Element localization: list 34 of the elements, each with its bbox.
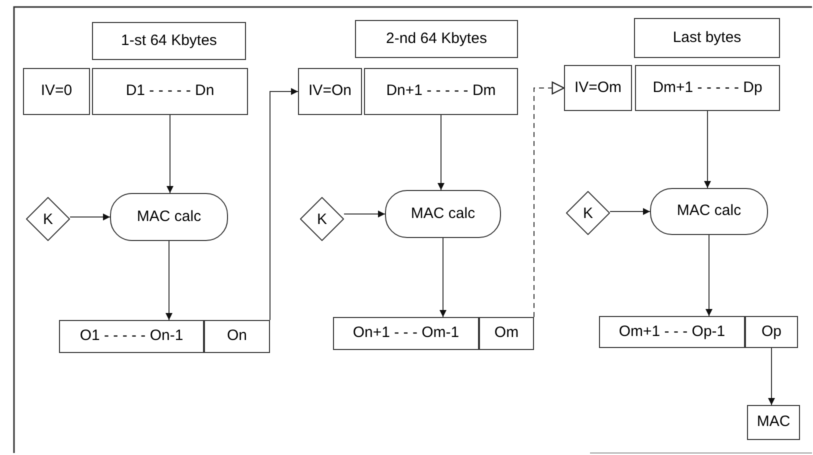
arrow	[166, 240, 172, 320]
arrow	[438, 114, 444, 190]
key-label: K	[42, 212, 53, 226]
key-label: K	[316, 212, 327, 226]
arrow	[610, 208, 650, 215]
arrow	[768, 348, 775, 406]
segment-heading-box: 1-st 64 Kbytes	[92, 22, 246, 60]
output-block: On+1 - - - Om-1	[333, 317, 479, 350]
output-last-block: Op	[745, 316, 798, 348]
arrow	[166, 114, 174, 194]
arrow	[704, 110, 711, 188]
key-label: K	[582, 206, 593, 220]
iv-block: IV=On	[298, 68, 362, 115]
output-block: O1 - - - - - On-1	[59, 320, 204, 353]
segment-heading-box: Last bytes	[634, 18, 780, 58]
data-block: Dm+1 - - - - - Dp	[635, 65, 780, 111]
output-last-block: On	[204, 320, 270, 353]
arrow	[706, 234, 712, 316]
arrow	[344, 210, 386, 218]
arrow	[70, 214, 110, 220]
iv-block: IV=0	[23, 68, 90, 115]
mac-calc-box: MAC calc	[650, 188, 768, 235]
mac-result-box: MAC	[747, 405, 800, 440]
arrow	[270, 88, 298, 320]
data-block: Dn+1 - - - - - Dm	[364, 68, 518, 115]
data-block: D1 - - - - - Dn	[92, 68, 248, 115]
arrow	[440, 238, 446, 318]
mac-calc-box: MAC calc	[110, 193, 228, 241]
output-last-block: Om	[479, 317, 534, 350]
iv-block: IV=Om	[564, 65, 632, 111]
dashed-arrow	[534, 82, 565, 318]
mac-calc-box: MAC calc	[385, 190, 501, 238]
segment-heading-box: 2-nd 64 Kbytes	[355, 20, 518, 58]
output-block: Om+1 - - - Op-1	[599, 316, 745, 348]
